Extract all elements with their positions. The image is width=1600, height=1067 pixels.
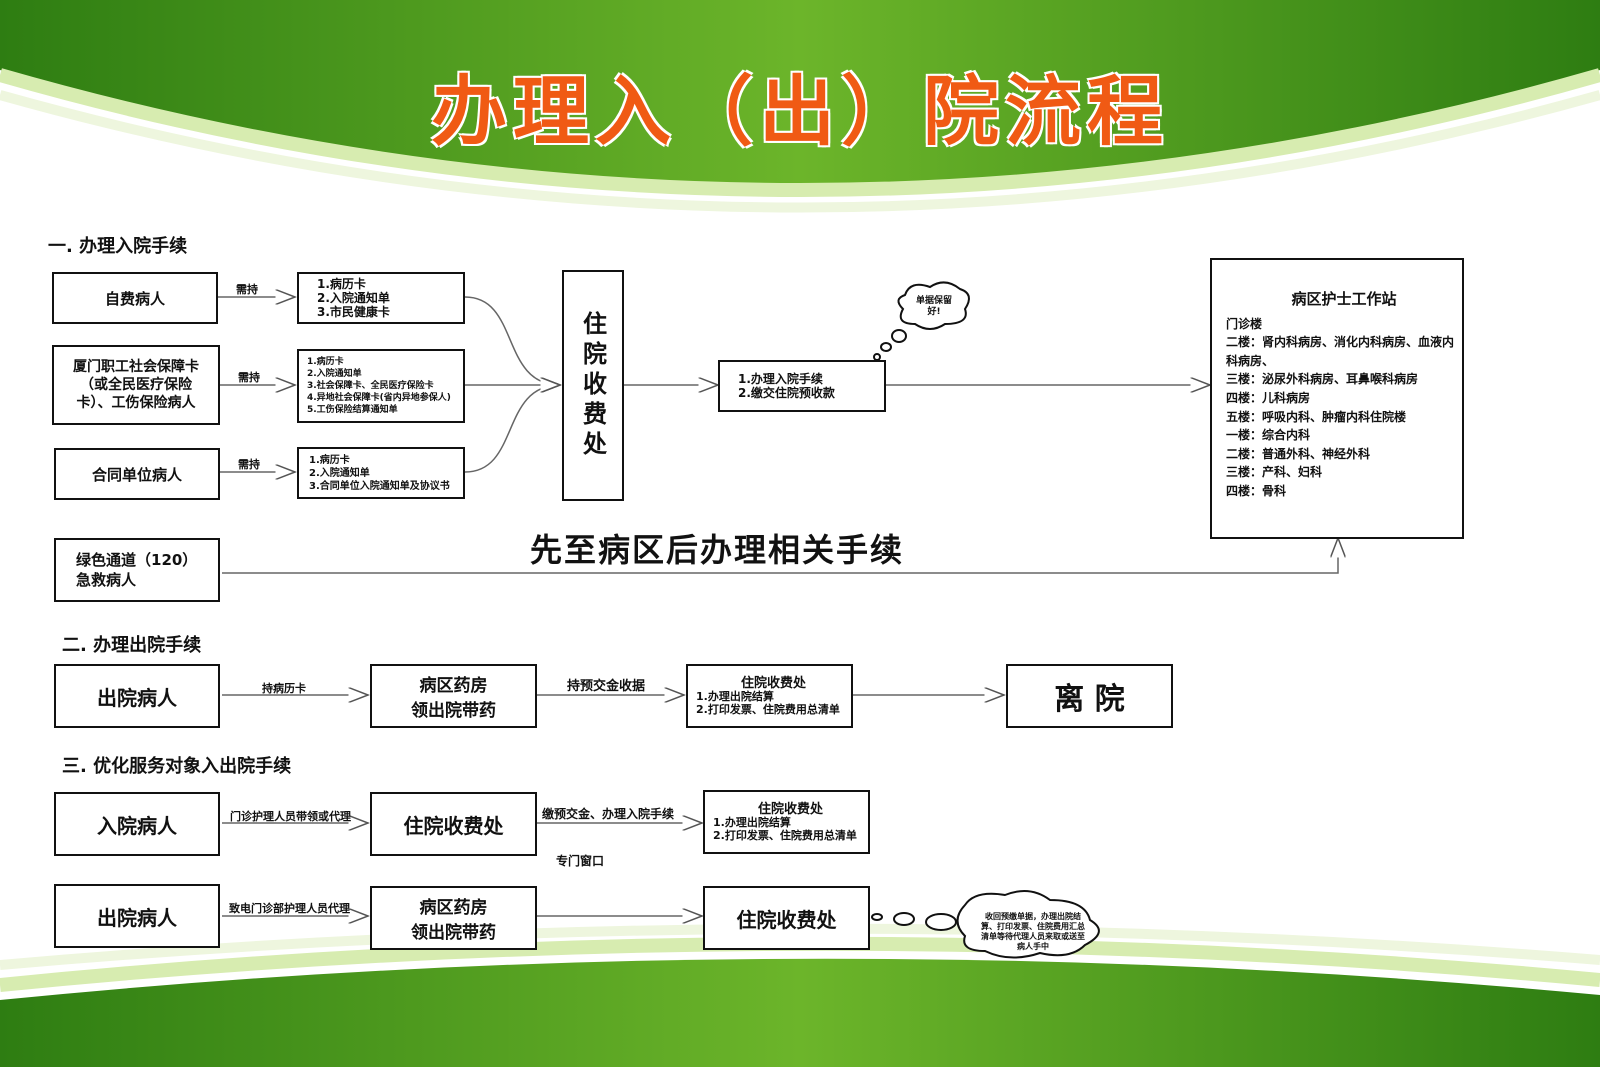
- label-medical-card: 持病历卡: [262, 682, 306, 695]
- step-item: 1.办理入院手续: [738, 372, 823, 386]
- doc-item: 1.病历卡: [309, 454, 350, 466]
- pharmacy-box: 病区药房领出院带药: [370, 664, 537, 728]
- cashier-line: 2.打印发票、住院费用总清单: [696, 702, 840, 716]
- section3-heading: 三. 优化服务对象入出院手续: [62, 756, 292, 777]
- need-label: 需持: [238, 458, 260, 471]
- insured-patient-box: 厦门职工社会保障卡（或全民医疗保险卡）、工伤保险病人: [52, 345, 220, 425]
- need-label: 需持: [238, 371, 260, 384]
- discharge-patient-box: 出院病人: [54, 664, 220, 728]
- step-item: 2.缴交住院预收款: [738, 386, 835, 400]
- doc-item: 2.入院通知单: [309, 467, 370, 479]
- station-line: 一楼：综合内科: [1226, 428, 1311, 443]
- pharmacy-line: 病区药房: [419, 676, 488, 696]
- cashier-box-2: 住院收费处: [370, 792, 537, 856]
- doc-item: 4.异地社会保障卡(省内异地参保人): [307, 393, 451, 403]
- contract-patient-box: 合同单位病人: [54, 448, 220, 500]
- station-line: 二楼：肾内科病房、消化内科病房、血液内科病房、: [1226, 335, 1455, 368]
- pharmacy-line: 病区药房: [419, 898, 488, 918]
- green-channel-note: 先至病区后办理相关手续: [530, 531, 905, 569]
- pharmacy-line: 领出院带药: [411, 923, 496, 943]
- nurse-station-box: 病区护士工作站 门诊楼二楼：肾内科病房、消化内科病房、血液内科病房、三楼：泌尿外…: [1210, 258, 1464, 539]
- cashier-title: 住院收费处: [757, 801, 823, 817]
- cashier-box-3: 住院收费处: [703, 886, 870, 950]
- keep-receipt-bubble: 单据保留好!: [915, 296, 952, 317]
- discharge-patient-box-2: 出院病人: [54, 884, 220, 948]
- page-title: 办理入（出）院流程: [431, 67, 1169, 156]
- station-line: 二楼：普通外科、神经外科: [1226, 446, 1371, 461]
- green-channel-box: 绿色通道（120）急救病人: [54, 538, 220, 602]
- station-line: 门诊楼: [1226, 316, 1263, 331]
- cashier-line: 1.办理出院结算: [696, 689, 774, 703]
- station-line: 四楼：骨科: [1226, 483, 1287, 498]
- section1-heading: 一. 办理入院手续: [48, 236, 188, 257]
- doc-item: 2.入院通知单: [317, 291, 390, 305]
- pharmacy-box-2: 病区药房领出院带药: [370, 886, 537, 950]
- station-line: 三楼：产科、妇科: [1226, 465, 1323, 480]
- self-pay-patient-box: 自费病人: [52, 272, 218, 324]
- station-line: 五楼：呼吸内科、肿瘤内科住院楼: [1226, 409, 1407, 424]
- nurse-station-title: 病区护士工作站: [1291, 290, 1397, 308]
- label-nurse-lead: 门诊护理人员带领或代理: [230, 810, 351, 823]
- doc-item: 1.病历卡: [317, 277, 366, 291]
- label-deposit-receipt: 持预交金收据: [567, 679, 646, 694]
- doc-item: 2.入院通知单: [307, 369, 362, 379]
- section2-heading: 二. 办理出院手续: [62, 635, 202, 656]
- label-pay-deposit: 缴预交金、办理入院手续: [542, 807, 675, 821]
- cashier-line: 1.办理出院结算: [713, 815, 791, 829]
- doc-item: 3.社会保障卡、全民医疗保险卡: [307, 381, 434, 391]
- agent-cloud-note: 收回预缴单据，办理出院结算、打印发票、住院费用汇总清单等待代理人员来取或送至病人…: [981, 912, 1085, 951]
- doc-item: 3.合同单位入院通知单及协议书: [309, 480, 450, 492]
- docs-insured-box: 1.病历卡 2.入院通知单 3.社会保障卡、全民医疗保险卡 4.异地社会保障卡(省内异…: [297, 349, 465, 423]
- need-label: 需持: [236, 283, 258, 296]
- cashier-box: 住院收费处: [562, 270, 624, 501]
- leave-hospital-box: 离 院: [1006, 664, 1173, 728]
- doc-item: 3.市民健康卡: [317, 305, 390, 319]
- label-special-window: 专门窗口: [556, 854, 605, 868]
- station-line: 三楼：泌尿外科病房、耳鼻喉科病房: [1226, 372, 1419, 387]
- admit-patient-box: 入院病人: [54, 792, 220, 856]
- pharmacy-line: 领出院带药: [411, 701, 496, 721]
- doc-item: 1.病历卡: [307, 357, 344, 367]
- cashier-line: 2.打印发票、住院费用总清单: [713, 828, 857, 842]
- cashier-title: 住院收费处: [740, 675, 806, 691]
- station-line: 四楼：儿科病房: [1226, 390, 1311, 405]
- label-phone-nurse: 致电门诊部护理人员代理: [229, 902, 350, 915]
- doc-item: 5.工伤保险结算通知单: [307, 405, 398, 415]
